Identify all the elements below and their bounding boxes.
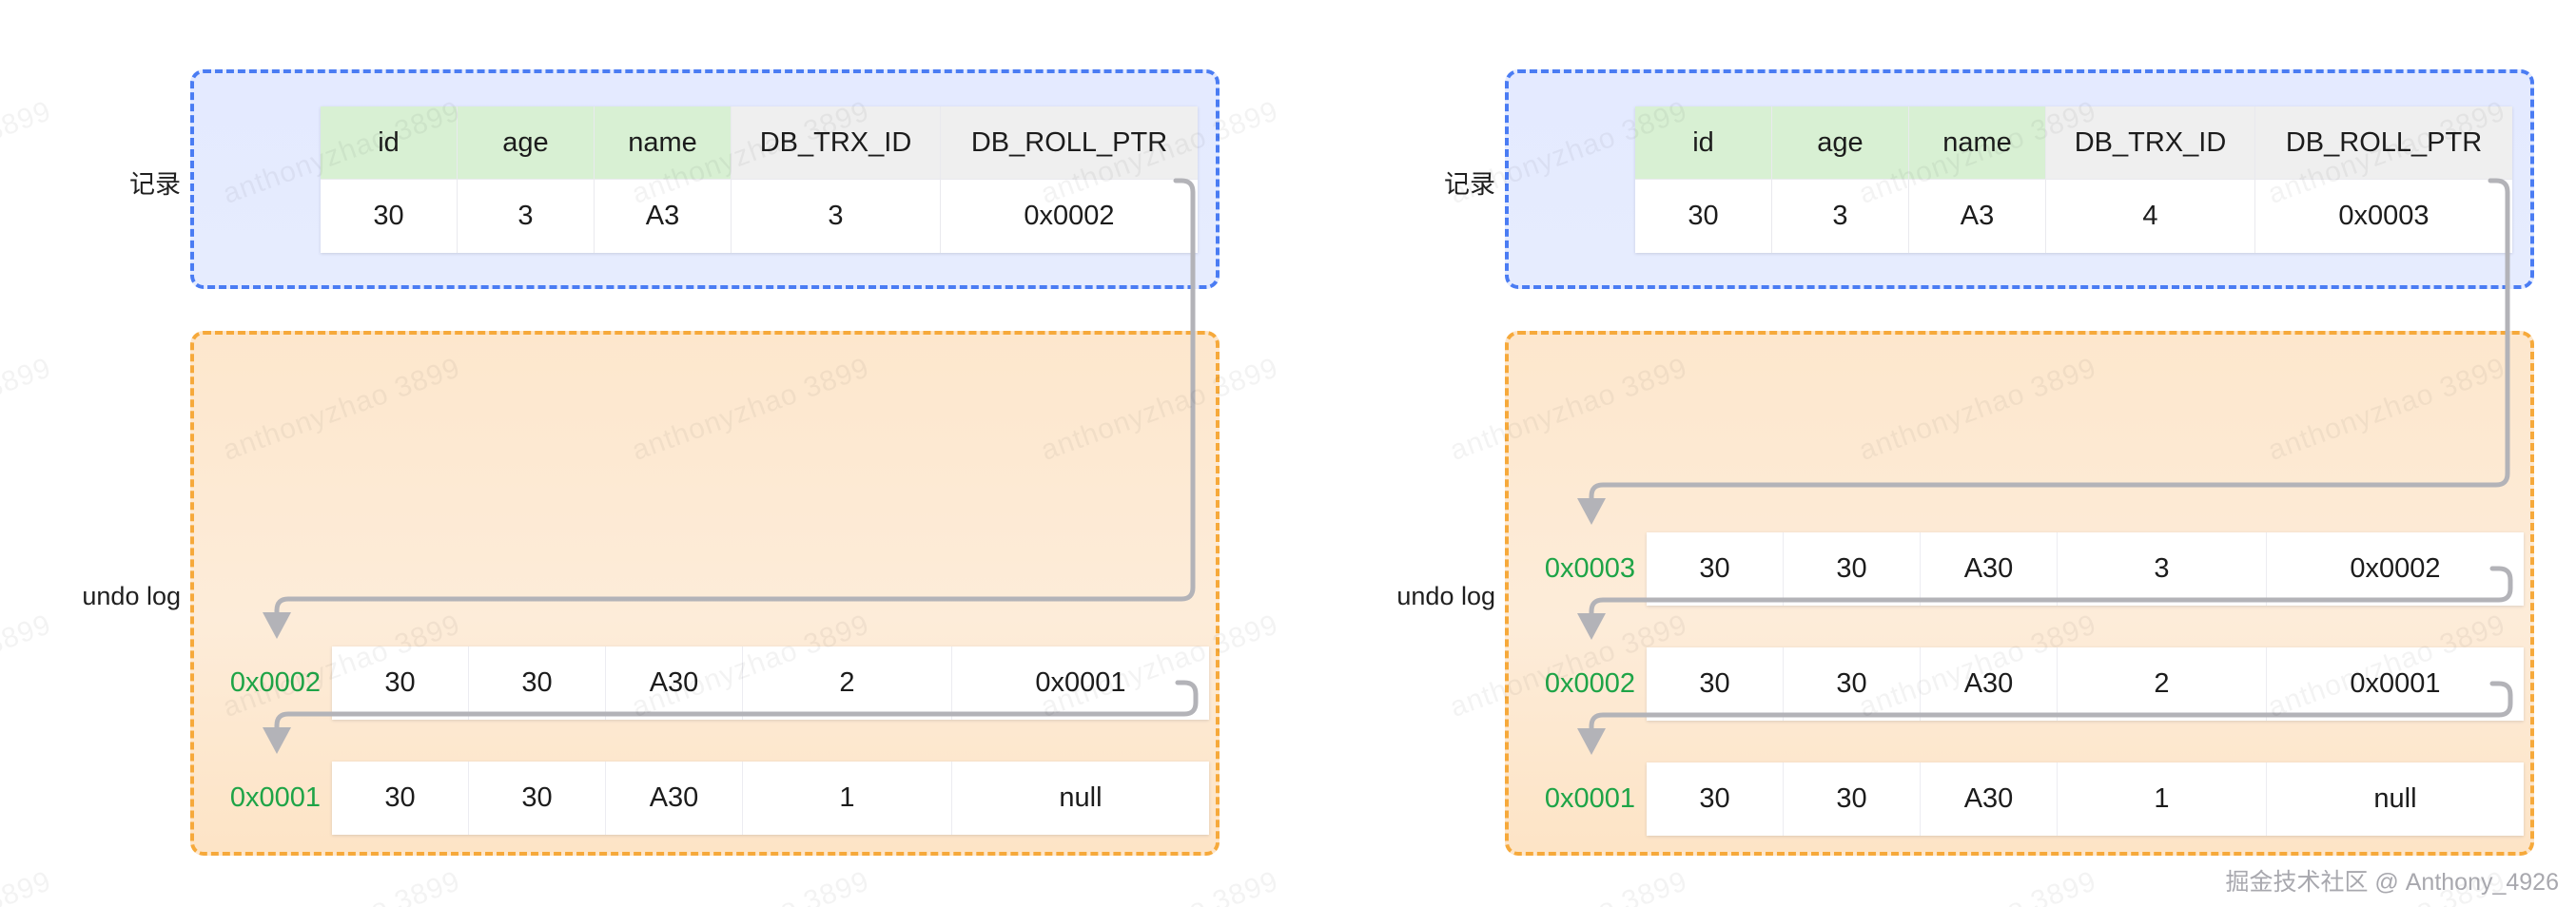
cell-name: A30 bbox=[1921, 532, 2058, 606]
source-credit: 掘金技术社区 @ Anthony_4926 bbox=[2225, 869, 2559, 896]
undo-entry-pointer-label: 0x0001 bbox=[1544, 783, 1635, 814]
undo-entry-cells: 30 30 A30 1 null bbox=[332, 762, 1209, 835]
record-section-label: 记录 bbox=[129, 170, 181, 199]
diagram-panel-left: 记录 undo log id age name DB_TRX_ID DB_ROL… bbox=[82, 69, 1220, 856]
cell-age: 3 bbox=[1772, 180, 1909, 253]
cell-db-roll-ptr: null bbox=[952, 762, 1209, 835]
cell-name: A30 bbox=[606, 762, 743, 835]
cell-id: 30 bbox=[332, 646, 469, 720]
cell-db-trx-id: 4 bbox=[2046, 180, 2255, 253]
undo-log-entry: 0x0002 30 30 A30 2 0x0001 bbox=[1540, 647, 2524, 721]
cell-db-trx-id: 2 bbox=[2058, 647, 2267, 721]
cell-db-trx-id: 2 bbox=[743, 646, 952, 720]
undo-log-entry: 0x0003 30 30 A30 3 0x0002 bbox=[1540, 532, 2524, 606]
table-header-row: id age name DB_TRX_ID DB_ROLL_PTR bbox=[321, 106, 1198, 180]
cell-age: 30 bbox=[1784, 532, 1921, 606]
undo-log-entry: 0x0001 30 30 A30 1 null bbox=[1540, 762, 2524, 836]
column-header-id: id bbox=[1635, 106, 1772, 180]
undo-entry-cells: 30 30 A30 2 0x0001 bbox=[332, 646, 1209, 720]
cell-db-trx-id: 3 bbox=[2058, 532, 2267, 606]
undo-entry-pointer-label: 0x0002 bbox=[1544, 668, 1635, 699]
undo-entry-pointer-label: 0x0003 bbox=[1544, 553, 1635, 584]
undo-log-section-label: undo log bbox=[1396, 582, 1495, 610]
cell-age: 30 bbox=[469, 762, 606, 835]
record-table: id age name DB_TRX_ID DB_ROLL_PTR 30 3 A… bbox=[321, 106, 1198, 253]
cell-db-roll-ptr: null bbox=[2267, 762, 2524, 836]
undo-log-entry: 0x0001 30 30 A30 1 null bbox=[225, 762, 1209, 835]
cell-id: 30 bbox=[1635, 180, 1772, 253]
column-header-db-trx-id: DB_TRX_ID bbox=[732, 106, 941, 180]
column-header-name: name bbox=[595, 106, 732, 180]
record-table: id age name DB_TRX_ID DB_ROLL_PTR 30 3 A… bbox=[1635, 106, 2512, 253]
cell-db-trx-id: 1 bbox=[2058, 762, 2267, 836]
cell-name: A3 bbox=[1909, 180, 2046, 253]
column-header-id: id bbox=[321, 106, 458, 180]
undo-entry-cells: 30 30 A30 3 0x0002 bbox=[1647, 532, 2524, 606]
table-row: 30 3 A3 3 0x0002 bbox=[321, 180, 1198, 253]
undo-entry-cells: 30 30 A30 1 null bbox=[1647, 762, 2524, 836]
undo-entry-cells: 30 30 A30 2 0x0001 bbox=[1647, 647, 2524, 721]
cell-db-trx-id: 3 bbox=[732, 180, 941, 253]
cell-id: 30 bbox=[321, 180, 458, 253]
cell-id: 30 bbox=[332, 762, 469, 835]
cell-name: A30 bbox=[1921, 647, 2058, 721]
table-header-row: id age name DB_TRX_ID DB_ROLL_PTR bbox=[1635, 106, 2512, 180]
record-section-label: 记录 bbox=[1444, 170, 1495, 199]
cell-db-roll-ptr: 0x0001 bbox=[952, 646, 1209, 720]
cell-age: 30 bbox=[1784, 647, 1921, 721]
cell-id: 30 bbox=[1647, 532, 1784, 606]
cell-age: 3 bbox=[458, 180, 595, 253]
undo-log-entry: 0x0002 30 30 A30 2 0x0001 bbox=[225, 646, 1209, 720]
cell-age: 30 bbox=[1784, 762, 1921, 836]
undo-entry-pointer-label: 0x0002 bbox=[229, 667, 321, 698]
column-header-age: age bbox=[458, 106, 595, 180]
table-row: 30 3 A3 4 0x0003 bbox=[1635, 180, 2512, 253]
undo-entry-pointer-label: 0x0001 bbox=[229, 782, 321, 813]
column-header-db-roll-ptr: DB_ROLL_PTR bbox=[2255, 106, 2512, 180]
column-header-age: age bbox=[1772, 106, 1909, 180]
column-header-db-roll-ptr: DB_ROLL_PTR bbox=[941, 106, 1198, 180]
cell-db-trx-id: 1 bbox=[743, 762, 952, 835]
cell-db-roll-ptr: 0x0002 bbox=[941, 180, 1198, 253]
cell-id: 30 bbox=[1647, 647, 1784, 721]
cell-db-roll-ptr: 0x0001 bbox=[2267, 647, 2524, 721]
column-header-name: name bbox=[1909, 106, 2046, 180]
cell-id: 30 bbox=[1647, 762, 1784, 836]
cell-name: A30 bbox=[606, 646, 743, 720]
cell-db-roll-ptr: 0x0003 bbox=[2255, 180, 2512, 253]
undo-log-section-label: undo log bbox=[82, 582, 181, 610]
cell-age: 30 bbox=[469, 646, 606, 720]
diagram-panel-right: 记录 undo log id age name DB_TRX_ID DB_ROL… bbox=[1288, 0, 2576, 907]
column-header-db-trx-id: DB_TRX_ID bbox=[2046, 106, 2255, 180]
cell-name: A30 bbox=[1921, 762, 2058, 836]
cell-db-roll-ptr: 0x0002 bbox=[2267, 532, 2524, 606]
cell-name: A3 bbox=[595, 180, 732, 253]
